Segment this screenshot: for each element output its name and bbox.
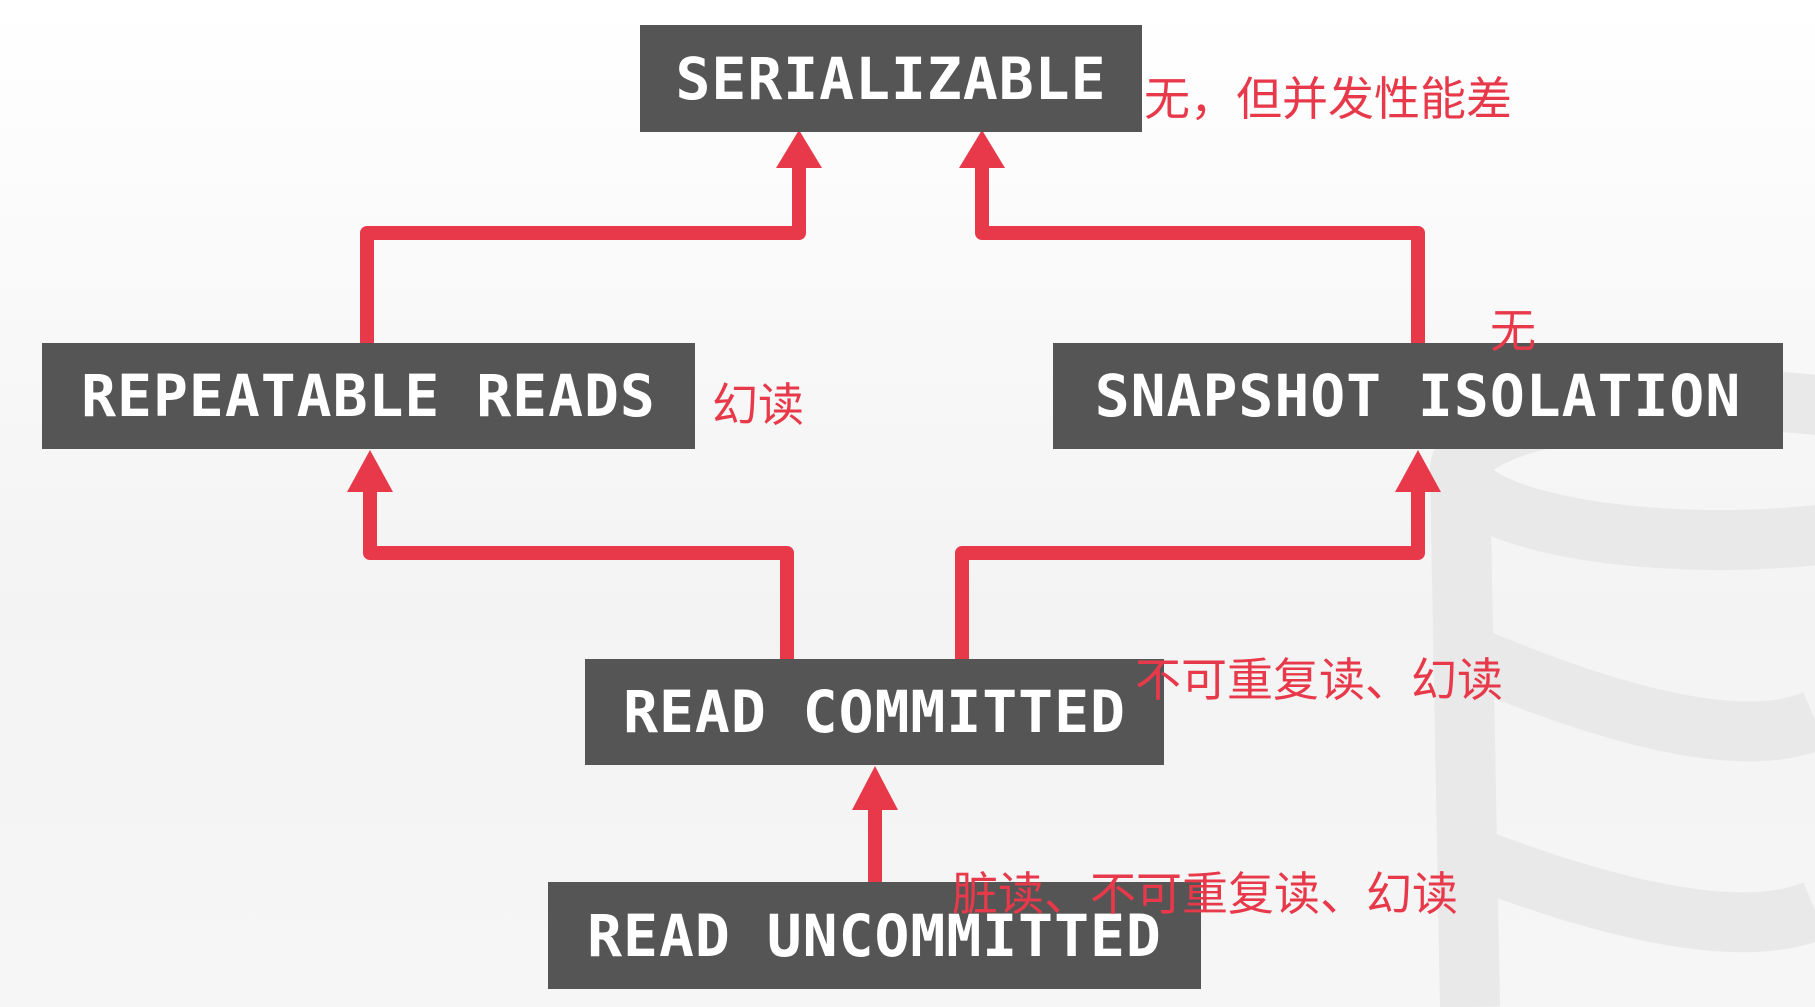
arrowhead-si	[1395, 450, 1441, 492]
level-snapshot-isolation: SNAPSHOT ISOLATION	[1053, 343, 1783, 449]
level-read-committed: READ COMMITTED	[585, 659, 1164, 765]
edge-rc-to-rr	[363, 489, 794, 659]
annotation-serializable: 无，但并发性能差	[1144, 72, 1512, 126]
level-serializable: SERIALIZABLE	[640, 25, 1142, 132]
annotation-repeatable-reads: 幻读	[712, 378, 804, 432]
edge-rc-to-si	[955, 489, 1425, 659]
annotation-snapshot-isolation: 无	[1490, 304, 1536, 358]
arrowhead-serializable-right	[959, 130, 1005, 168]
arrowhead-serializable-left	[776, 130, 822, 168]
edge-rr-to-serializable	[360, 168, 806, 343]
level-repeatable-reads: REPEATABLE READS	[42, 343, 695, 449]
annotation-read-committed: 不可重复读、幻读	[1135, 653, 1503, 707]
arrowhead-rc	[852, 766, 898, 810]
annotation-read-uncommitted: 脏读、不可重复读、幻读	[952, 867, 1458, 921]
arrowhead-rr	[347, 450, 393, 492]
edge-si-to-serializable	[975, 168, 1425, 343]
level-read-uncommitted: READ UNCOMMITTED	[548, 882, 1201, 989]
